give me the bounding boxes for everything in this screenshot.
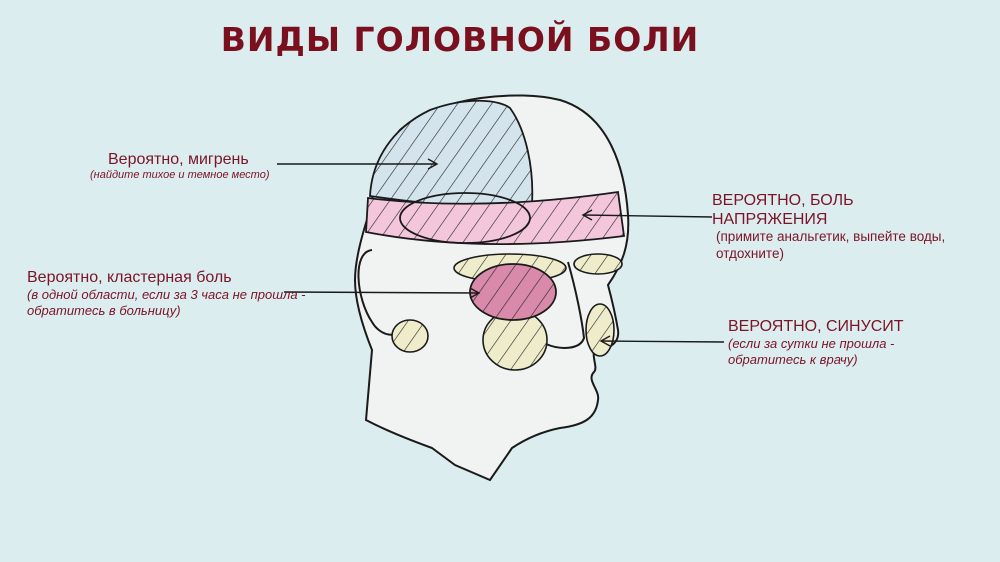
migraine-label-main: Вероятно, мигрень xyxy=(108,151,249,168)
sinus-label-main: ВЕРОЯТНО, СИНУСИТ xyxy=(728,318,904,335)
tension-label-note: (примите анальгетик, выпейте воды, отдох… xyxy=(716,229,946,262)
migraine-label-note: (найдите тихое и темное место) xyxy=(90,169,270,182)
migraine-label: Вероятно, мигрень (найдите тихое и темно… xyxy=(90,150,270,182)
sinus-label-note: (если за сутки не прошла - обратитесь к … xyxy=(728,336,895,368)
tension-temple-zone xyxy=(399,192,531,244)
cluster-label: Вероятно, кластерная боль (в одной облас… xyxy=(27,268,327,320)
cluster-arrow xyxy=(283,287,481,299)
cluster-label-note: (в одной области, если за 3 часа не прош… xyxy=(27,287,306,319)
migraine-arrow xyxy=(277,158,439,170)
tension-label-line2: НАПРЯЖЕНИЯ xyxy=(712,211,828,229)
cluster-label-main: Вероятно, кластерная боль xyxy=(27,269,232,286)
tension-label: ВЕРОЯТНО, БОЛЬ НАПРЯЖЕНИЯ (примите аналь… xyxy=(712,191,976,263)
tension-arrow xyxy=(581,209,713,221)
tension-label-line1: ВЕРОЯТНО, БОЛЬ xyxy=(712,192,854,209)
sinus-label: ВЕРОЯТНО, СИНУСИТ (если за сутки не прош… xyxy=(728,317,968,369)
sinus-arrow xyxy=(599,335,725,347)
nose xyxy=(545,261,586,349)
page-title: ВИДЫ ГОЛОВНОЙ БОЛИ xyxy=(220,20,700,59)
